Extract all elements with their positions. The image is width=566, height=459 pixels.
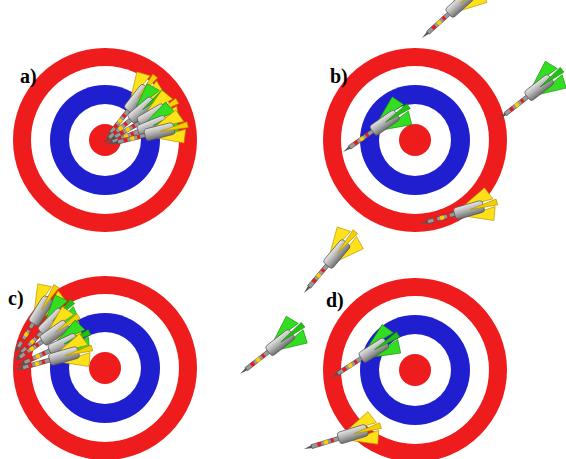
panel-label: c) — [8, 288, 24, 308]
panel-label: b) — [330, 66, 348, 86]
panel-label: d) — [326, 290, 344, 310]
panel-label: a) — [20, 66, 37, 86]
